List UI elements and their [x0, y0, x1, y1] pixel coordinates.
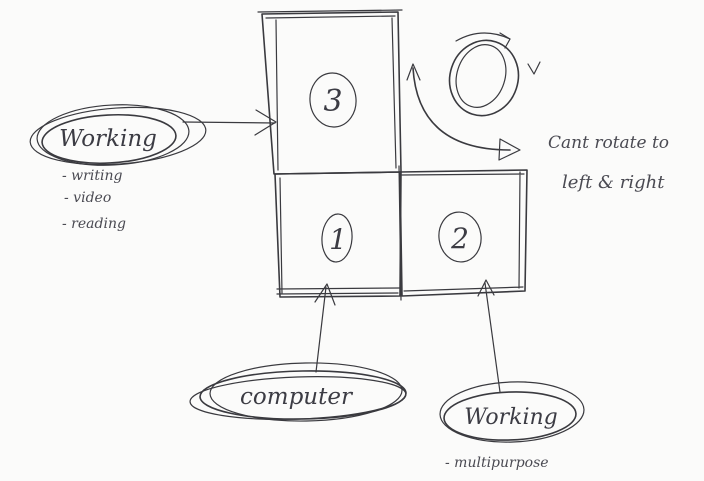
right-working-label: Working: [464, 405, 558, 430]
left-working-bubble: Working: [28, 101, 207, 170]
left-notes: - writing - video - reading: [62, 168, 126, 232]
circle-1: 1: [320, 213, 353, 263]
circle-3: 3: [307, 71, 358, 130]
computer-label: computer: [240, 384, 354, 410]
left-note-1: - writing: [62, 168, 122, 184]
right-note: - multipurpose: [445, 455, 549, 471]
left-note-2: - video: [64, 190, 111, 206]
circle-2: 2: [436, 209, 485, 264]
right-working-bubble: Working: [439, 380, 585, 445]
left-note-3: - reading: [62, 216, 126, 232]
left-working-label: Working: [59, 126, 157, 152]
arrow-to-panel-3: [183, 110, 276, 135]
rotate-note-line2: left & right: [562, 172, 665, 193]
curved-arrow-icon: [407, 64, 520, 160]
arrow-to-panel-2: [478, 280, 500, 392]
rotation-icon: [440, 31, 540, 124]
rotate-note: Cant rotate to left & right: [548, 133, 669, 193]
panel-number-top: 3: [323, 84, 342, 119]
rotate-note-line1: Cant rotate to: [548, 133, 669, 153]
panel-number-bottom-left: 1: [329, 223, 347, 256]
panel-number-bottom-right: 2: [450, 222, 469, 255]
arrow-to-panel-1: [315, 284, 335, 372]
computer-bubble: computer: [189, 361, 406, 422]
